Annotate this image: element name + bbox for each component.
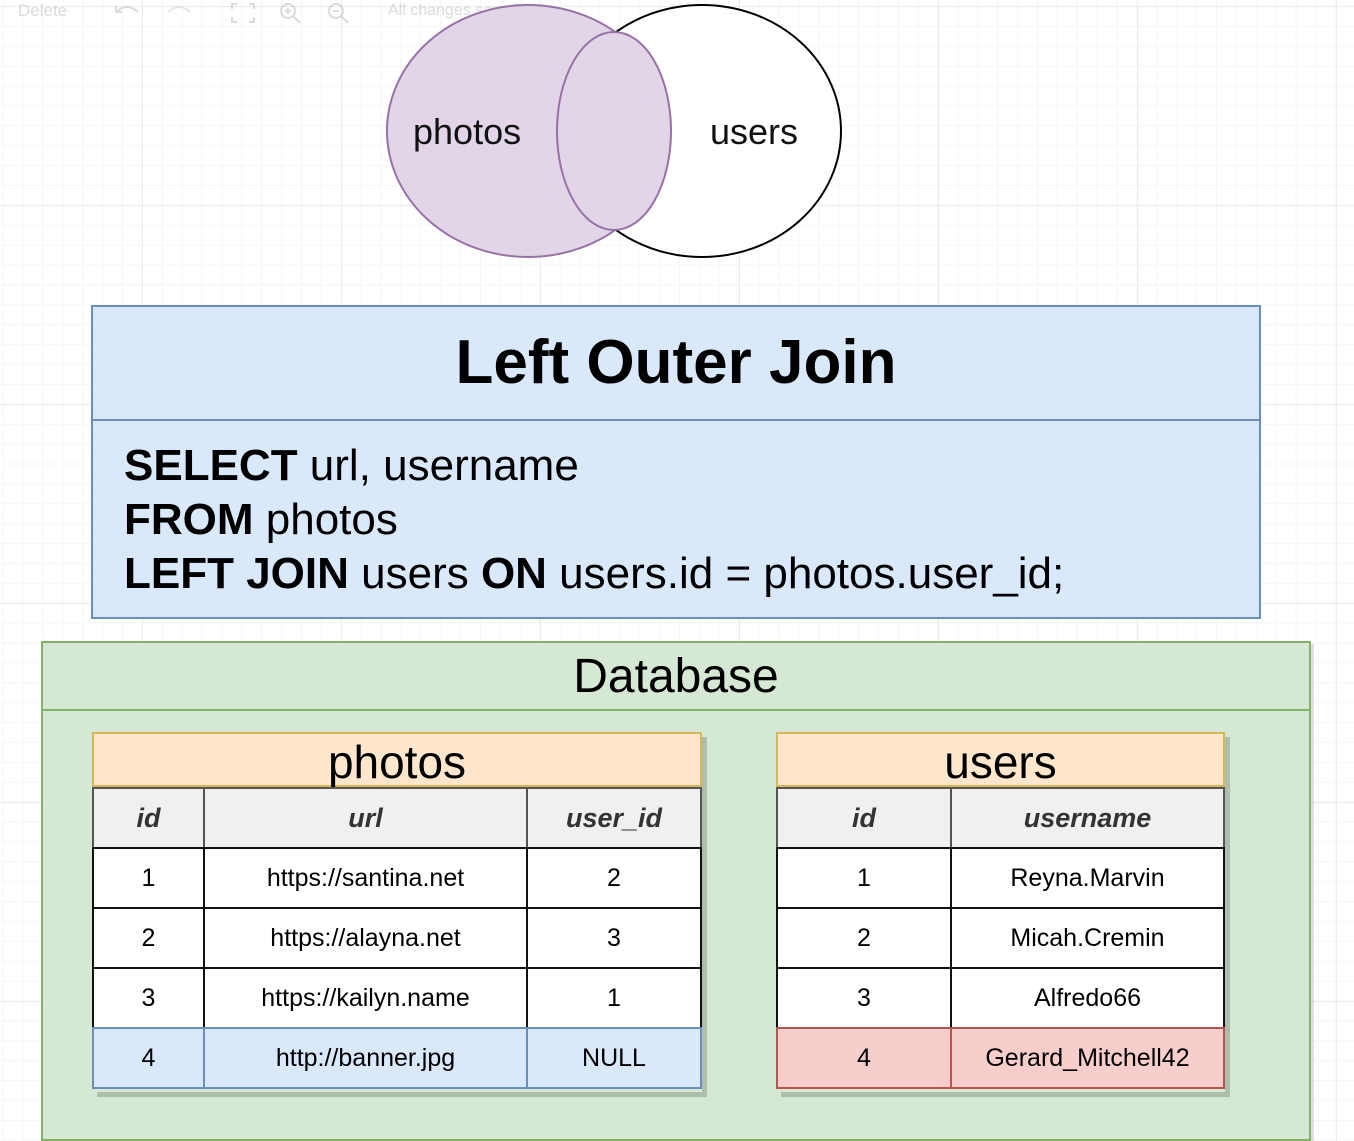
sql-keyword: LEFT JOIN: [124, 549, 349, 598]
zoom-in-icon[interactable]: [278, 2, 304, 24]
photos-cell: 3: [92, 967, 205, 1029]
photos-cell: https://santina.net: [203, 847, 528, 909]
sql-keyword: ON: [480, 549, 547, 598]
photos-header-url: url: [203, 787, 528, 849]
sql-query-box: Left Outer Join SELECT url, username FRO…: [91, 305, 1261, 619]
users-header-id: id: [776, 787, 952, 849]
photos-table: photos id url user_id 1 https://santina.…: [92, 732, 702, 1092]
query-title: Left Outer Join: [93, 307, 1259, 421]
zoom-out-icon[interactable]: [326, 2, 352, 24]
sql-line-from: FROM photos: [124, 493, 1064, 547]
photos-cell: 2: [526, 847, 702, 909]
users-cell: 2: [776, 907, 952, 969]
photos-cell: 3: [526, 907, 702, 969]
photos-header-id: id: [92, 787, 205, 849]
users-cell-highlighted: 4: [776, 1027, 952, 1089]
fit-screen-icon[interactable]: [230, 2, 256, 24]
sql-code: SELECT url, username FROM photos LEFT JO…: [124, 439, 1064, 601]
users-cell: Micah.Cremin: [950, 907, 1225, 969]
users-cell: 3: [776, 967, 952, 1029]
redo-icon[interactable]: [164, 2, 194, 22]
users-cell: Reyna.Marvin: [950, 847, 1225, 909]
sql-keyword: SELECT: [124, 441, 298, 490]
database-container: Database photos id url user_id 1 https:/…: [41, 641, 1311, 1141]
venn-label-users: users: [710, 111, 799, 152]
sql-text: users: [348, 549, 481, 598]
users-cell-highlighted: Gerard_Mitchell42: [950, 1027, 1225, 1089]
sql-text: users.id = photos.user_id;: [546, 549, 1065, 598]
photos-cell-highlighted: NULL: [526, 1027, 702, 1089]
sql-line-select: SELECT url, username: [124, 439, 1064, 493]
sql-text: photos: [253, 495, 398, 544]
users-table-title: users: [776, 732, 1225, 788]
sql-keyword: FROM: [124, 495, 254, 544]
sql-text: url, username: [297, 441, 579, 490]
intersection-lens: [556, 31, 672, 231]
users-table: users id username 1 Reyna.Marvin 2 Micah…: [776, 732, 1225, 1092]
delete-button[interactable]: Delete: [18, 1, 68, 20]
users-header-username: username: [950, 787, 1225, 849]
photos-cell: https://kailyn.name: [203, 967, 528, 1029]
photos-header-user-id: user_id: [526, 787, 702, 849]
photos-cell: 2: [92, 907, 205, 969]
venn-label-photos: photos: [413, 111, 522, 152]
venn-shapes: [386, 4, 842, 258]
database-title: Database: [43, 643, 1309, 711]
venn-diagram: photos users: [380, 0, 850, 265]
photos-cell: https://alayna.net: [203, 907, 528, 969]
users-cell: Alfredo66: [950, 967, 1225, 1029]
photos-cell-highlighted: http://banner.jpg: [203, 1027, 528, 1089]
sql-line-join: LEFT JOIN users ON users.id = photos.use…: [124, 547, 1064, 601]
photos-cell: 1: [526, 967, 702, 1029]
photos-cell-highlighted: 4: [92, 1027, 205, 1089]
undo-icon[interactable]: [112, 2, 142, 22]
photos-cell: 1: [92, 847, 205, 909]
users-cell: 1: [776, 847, 952, 909]
photos-table-title: photos: [92, 732, 702, 788]
